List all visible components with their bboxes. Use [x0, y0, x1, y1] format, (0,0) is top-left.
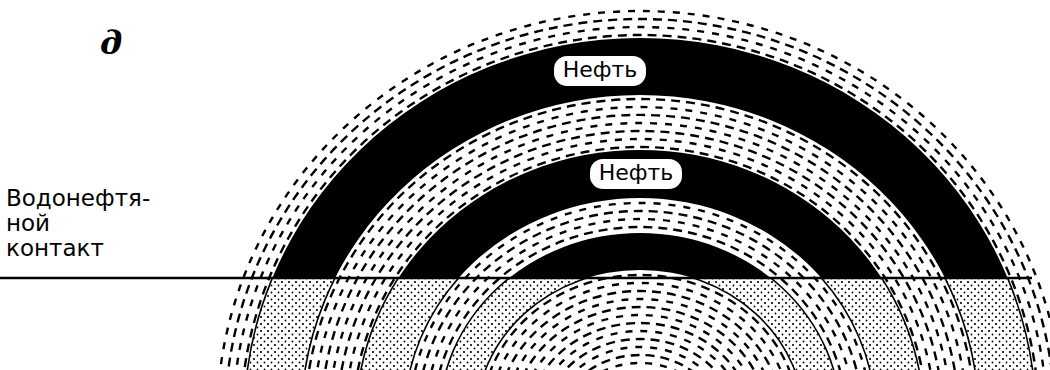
water-sand [439, 278, 841, 370]
bed-boundary [439, 278, 841, 370]
oil-tag: Нефть [554, 56, 647, 86]
reservoir-beds [244, 38, 1036, 370]
oil-label: Нефть [599, 160, 674, 186]
bed-boundary [476, 278, 804, 370]
bed-boundary [244, 278, 1036, 370]
oil-bed [439, 233, 841, 278]
oil-bed [356, 150, 924, 278]
oil-label: Нефть [563, 57, 638, 83]
water-sand [356, 278, 924, 370]
water-sand [244, 278, 1036, 370]
contact-label: Водонефтя- ной контакт [6, 186, 150, 260]
contact-line [0, 277, 1032, 280]
oil-tag: Нефть [590, 159, 683, 189]
bed-boundary [356, 278, 924, 370]
panel-letter: д [100, 26, 122, 61]
bed-boundary [404, 278, 876, 370]
oil-bed [244, 38, 1036, 278]
clay-layers [217, 11, 1050, 370]
bed-boundary [301, 278, 979, 370]
